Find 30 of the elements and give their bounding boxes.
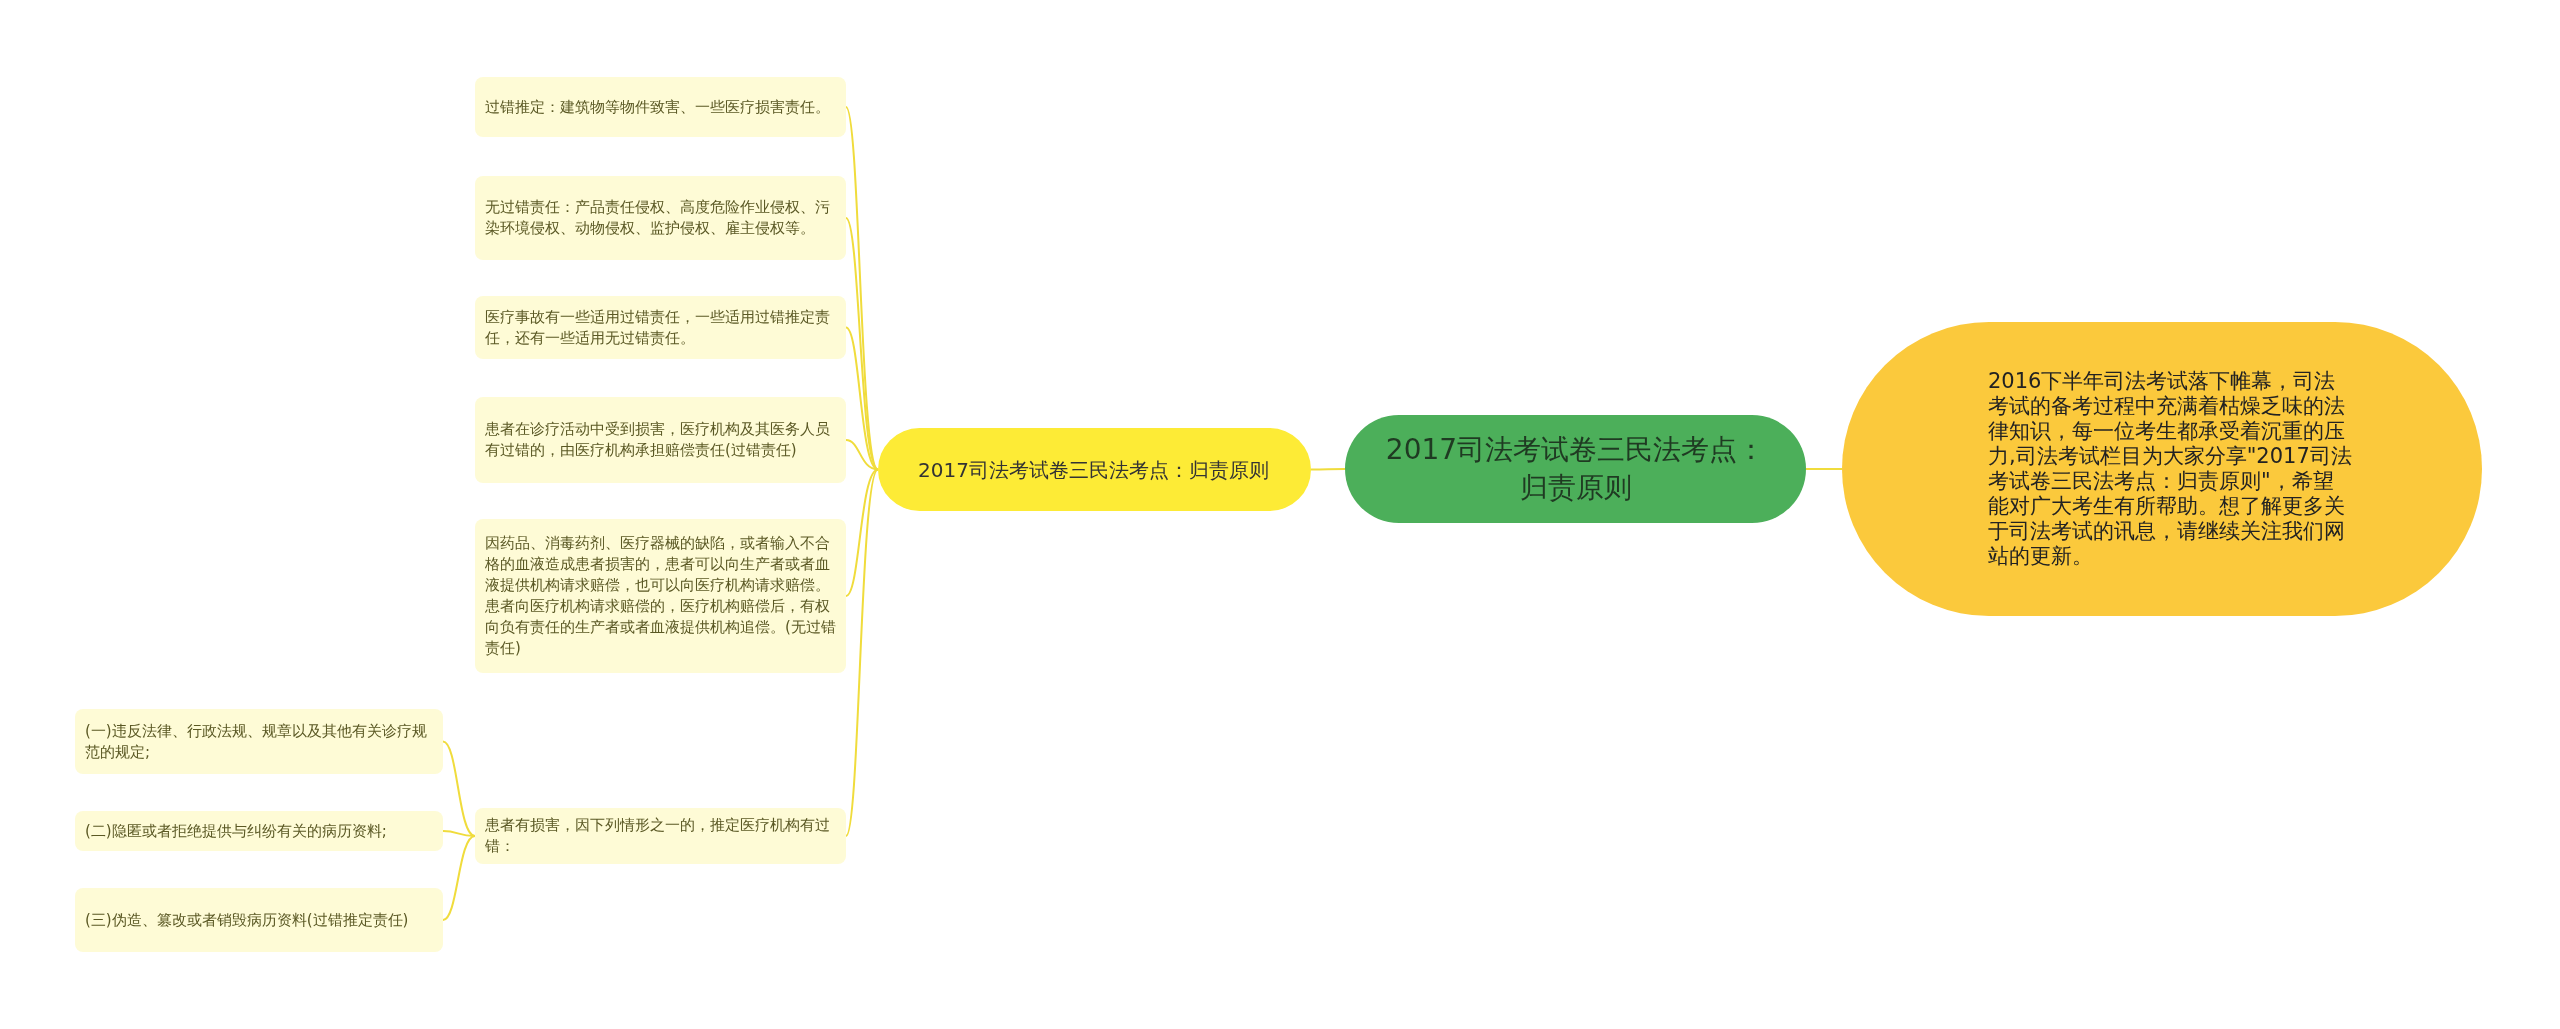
note-card bbox=[475, 519, 846, 673]
node-text: 医疗事故有一些适用过错责任，一些适用过错推定责任，还有一些适用无过错责任。 bbox=[485, 306, 831, 349]
node-text: 2016下半年司法考试落下帷幕，司法考试的备考过程中充满着枯燥乏味的法律知识，每一位考生都承受着沉重的压力,司法考试栏目为大家分享"2017司法考试卷三民法考点：归责原则"，希望能对广大考生有所帮助。想了解更多关于司法考试的讯息，请继续关注我们网站的更新。 bbox=[1988, 369, 2352, 569]
node-text: (二)隐匿或者拒绝提供与纠纷有关的病历资料; bbox=[85, 820, 387, 842]
node-text: (三)伪造、篡改或者销毁病历资料(过错推定责任) bbox=[85, 909, 409, 931]
note-card bbox=[475, 397, 846, 483]
connector-line bbox=[845, 468, 879, 837]
note-card bbox=[75, 709, 443, 774]
connector-line bbox=[845, 439, 879, 471]
node-text: 2017司法考试卷三民法考点：归责原则 bbox=[1385, 432, 1766, 506]
node-text: 因药品、消毒药剂、医疗器械的缺陷，或者输入不合格的血液造成患者损害的，患者可以向生产者或者血液提供机构请求赔偿，也可以向医疗机构请求赔偿。患者向医疗机构请求赔偿的，医疗机构赔偿后，有权向负有责任的生产者或者血液提供机构追偿。(无过错责任) bbox=[485, 533, 836, 659]
connector-line bbox=[442, 835, 476, 921]
connector-line bbox=[845, 468, 879, 597]
note-card bbox=[475, 77, 846, 137]
node-text: 无过错责任：产品责任侵权、高度危险作业侵权、污染环境侵权、动物侵权、监护侵权、雇主侵权等。 bbox=[485, 197, 831, 239]
note-card bbox=[75, 888, 443, 952]
node-text: 患者在诊疗活动中受到损害，医疗机构及其医务人员有过错的，由医疗机构承担赔偿责任(过错责任) bbox=[485, 419, 831, 461]
connector-line bbox=[442, 740, 476, 837]
note-card bbox=[475, 176, 846, 260]
note-card bbox=[475, 808, 846, 864]
connector-line bbox=[442, 830, 476, 837]
note-card bbox=[75, 811, 443, 851]
note-card bbox=[475, 296, 846, 359]
connector-line bbox=[1805, 468, 1843, 470]
connector-line bbox=[845, 106, 879, 471]
node-text: 2017司法考试卷三民法考点：归责原则 bbox=[918, 456, 1269, 484]
connector-line bbox=[1310, 468, 1346, 471]
node-text: (一)违反法律、行政法规、规章以及其他有关诊疗规范的规定; bbox=[85, 720, 428, 763]
node-text: 患者有损害，因下列情形之一的，推定医疗机构有过错： bbox=[485, 815, 831, 857]
node-text: 过错推定：建筑物等物件致害、一些医疗损害责任。 bbox=[485, 96, 830, 118]
